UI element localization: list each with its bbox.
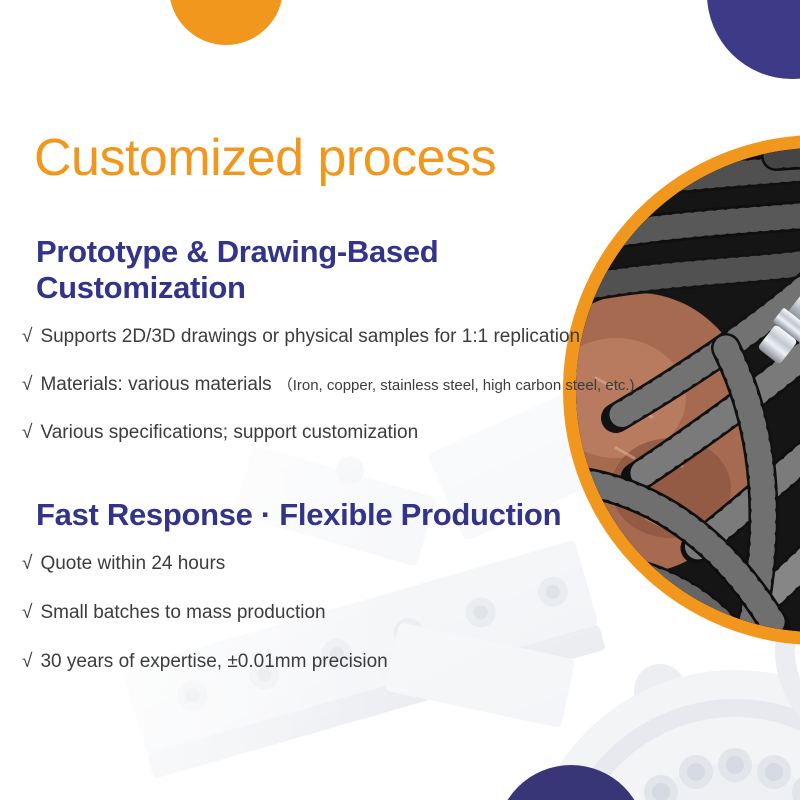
- bullet-item: √ Small batches to mass production: [22, 602, 622, 625]
- heading-line: Fast Response · Flexible Production: [36, 497, 562, 532]
- bullet-item: √ Various specifications; support customi…: [22, 422, 622, 445]
- section-prototype-customization: Prototype & Drawing-Based Customization …: [22, 234, 635, 445]
- bullet-item: √ 30 years of expertise, ±0.01mm precisio…: [22, 651, 622, 674]
- check-mark: √: [22, 651, 33, 672]
- bullet-item: √ Quote within 24 hours: [22, 553, 622, 576]
- bullet-text: Supports 2D/3D drawings or physical samp…: [40, 326, 581, 347]
- bullet-item: √ Supports 2D/3D drawings or physical sam…: [22, 326, 622, 349]
- bullet-text: Materials: various materials: [40, 374, 272, 395]
- check-mark: √: [22, 422, 33, 443]
- bullet-note: （Iron, copper, stainless steel, high car…: [277, 377, 635, 394]
- bullet-text: Small batches to mass production: [40, 602, 326, 623]
- bullet-list-prototype: √ Supports 2D/3D drawings or physical sam…: [22, 326, 635, 445]
- check-mark: √: [22, 326, 33, 347]
- page-title: Customized process: [34, 129, 497, 187]
- bullet-item: √ Materials: various materials （Iron, copp…: [22, 374, 635, 397]
- heading-line: Prototype & Drawing-Based: [36, 234, 439, 269]
- bullet-list-fast-response: √ Quote within 24 hours √ Small batches to…: [22, 553, 622, 674]
- section-fast-response: Fast Response · Flexible Production √ Quo…: [22, 497, 622, 674]
- bullet-text: 30 years of expertise, ±0.01mm precision: [40, 651, 388, 672]
- bullet-text: Various specifications; support customiz…: [40, 422, 419, 443]
- bullet-text: Quote within 24 hours: [40, 553, 226, 574]
- section-heading-prototype: Prototype & Drawing-Based Customization: [36, 234, 622, 306]
- check-mark: √: [22, 374, 33, 395]
- steel-fitting: [758, 273, 800, 364]
- check-mark: √: [22, 602, 33, 623]
- content-column: Customized process Prototype & Drawing-B…: [22, 129, 635, 674]
- check-mark: √: [22, 553, 33, 574]
- heading-line: Customization: [36, 270, 246, 305]
- section-heading-fast-response: Fast Response · Flexible Production: [36, 497, 622, 533]
